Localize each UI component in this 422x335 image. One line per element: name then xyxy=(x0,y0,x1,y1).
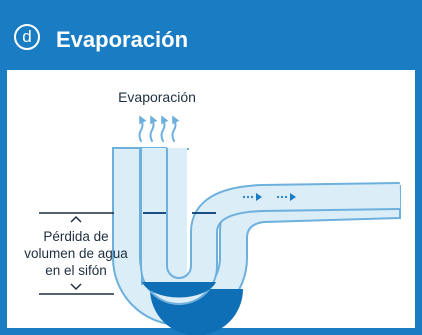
evaporation-arrows-icon xyxy=(138,115,180,142)
chevron-down-icon xyxy=(70,283,82,291)
step-badge: d xyxy=(14,24,40,50)
loss-label-line-3: en el sifón xyxy=(45,263,107,278)
card-title: Evaporación xyxy=(56,27,189,52)
trap-water xyxy=(150,289,243,335)
chevron-up-icon xyxy=(70,215,82,223)
trap-inlet-tube xyxy=(141,148,189,285)
loss-indicator xyxy=(39,212,114,295)
loss-label-line-2: volumen de agua xyxy=(24,246,128,261)
card-header: d Evaporación xyxy=(0,0,422,70)
evaporation-label: Evaporación xyxy=(118,89,196,105)
loss-label-line-1: Pérdida de xyxy=(43,229,108,244)
